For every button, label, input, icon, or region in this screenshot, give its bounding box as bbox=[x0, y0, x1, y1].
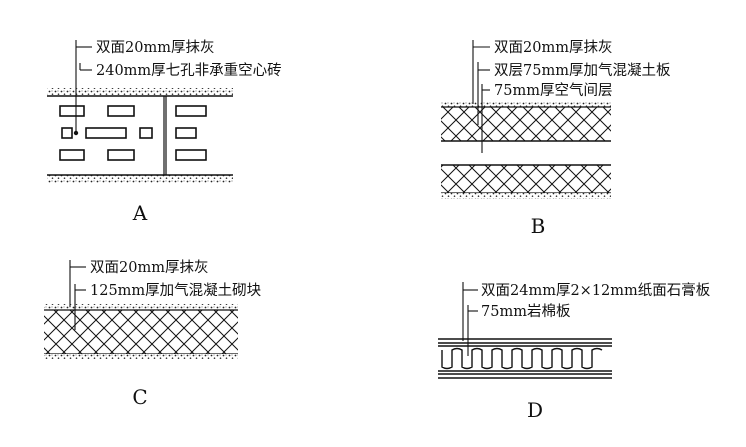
panel-c-label-1: 双面20mm厚抹灰 bbox=[90, 259, 208, 276]
panel-c-top-plaster bbox=[44, 304, 238, 310]
panel-d-gypsum-boards bbox=[438, 338, 612, 379]
panel-b-label-3: 75mm厚空气间层 bbox=[494, 82, 612, 99]
panel-a: 双面20mm厚抹灰 240mm厚七孔非承重空心砖 A bbox=[47, 39, 282, 225]
panel-c-label-2: 125mm厚加气混凝土砌块 bbox=[90, 282, 262, 299]
panel-b-leaders bbox=[472, 40, 490, 153]
panel-c-aerated-block bbox=[44, 310, 238, 354]
panel-b-label-2: 双层75mm厚加气混凝土板 bbox=[494, 61, 671, 79]
panel-a-bottom-plaster bbox=[47, 175, 233, 183]
panel-a-top-plaster bbox=[47, 88, 233, 96]
panel-c-leaders bbox=[69, 260, 86, 330]
panel-b: 双面20mm厚抹灰 双层75mm厚加气混凝土板 75mm厚空气间层 B bbox=[441, 39, 671, 238]
panel-c: 双面20mm厚抹灰 125mm厚加气混凝土砌块 C bbox=[44, 259, 262, 409]
panel-d-rock-wool bbox=[441, 347, 603, 370]
panel-b-label-1: 双面20mm厚抹灰 bbox=[494, 39, 612, 56]
panel-b-top-plaster bbox=[441, 101, 611, 107]
panel-b-upper-aerated-board bbox=[441, 107, 611, 141]
panel-c-caption: C bbox=[132, 385, 147, 409]
brick-holes bbox=[59, 105, 207, 161]
panel-d-label-1: 双面24mm厚2×12mm纸面石膏板 bbox=[481, 281, 711, 299]
panel-b-bottom-plaster bbox=[441, 193, 611, 199]
panel-d: 双面24mm厚2×12mm纸面石膏板 75mm岩棉板 D bbox=[438, 281, 711, 422]
panel-c-bottom-plaster bbox=[44, 354, 238, 360]
panel-b-lower-aerated-board bbox=[441, 165, 611, 193]
panel-a-leaders bbox=[75, 40, 92, 133]
panel-d-leaders bbox=[462, 282, 478, 356]
panel-a-wall bbox=[47, 88, 233, 183]
panel-d-label-2: 75mm岩棉板 bbox=[481, 302, 571, 320]
panel-a-label-2: 240mm厚七孔非承重空心砖 bbox=[96, 62, 282, 79]
panel-a-caption: A bbox=[132, 201, 148, 225]
panel-a-label-1: 双面20mm厚抹灰 bbox=[96, 39, 214, 56]
panel-b-caption: B bbox=[531, 214, 546, 238]
panel-d-caption: D bbox=[527, 398, 543, 422]
